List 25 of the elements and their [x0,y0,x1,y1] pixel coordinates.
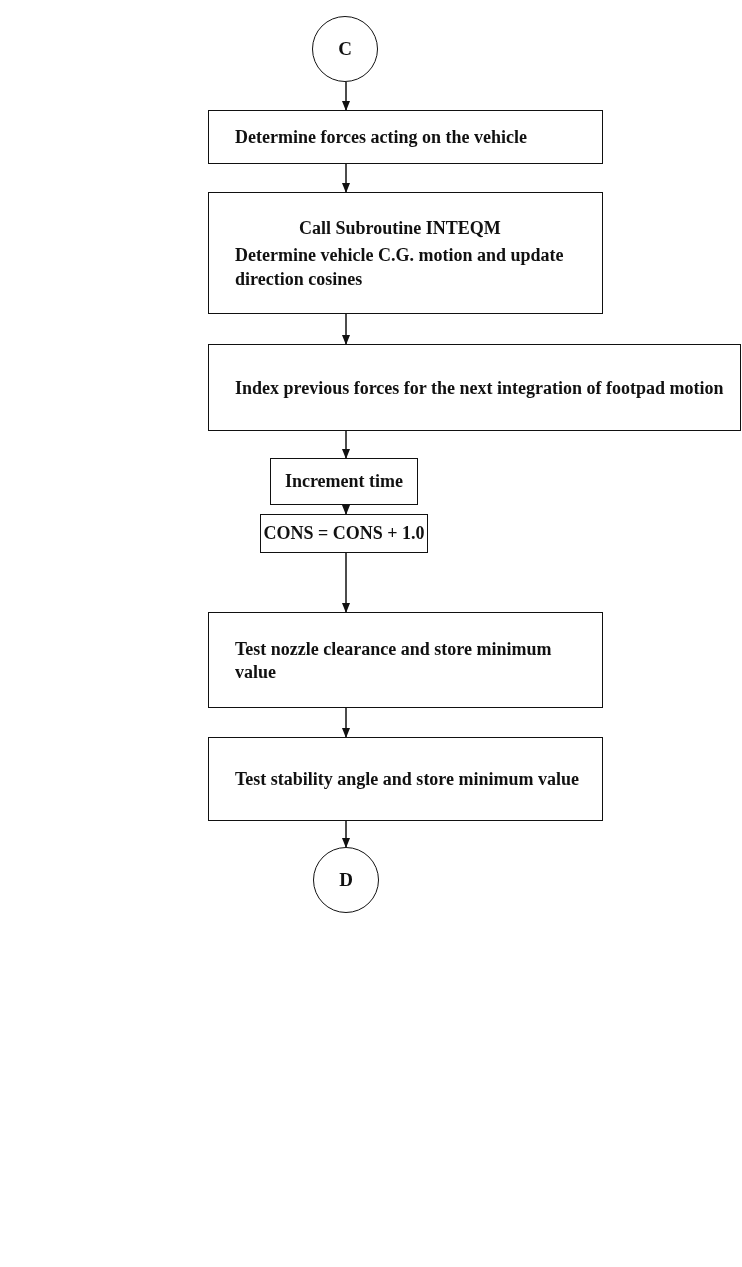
connector-label: D [339,867,353,892]
arrow [342,707,350,738]
box-text: CONS = CONS + 1.0 [263,521,425,545]
box-text: Test nozzle clearance and store minimum value [235,637,553,684]
arrow [342,504,350,515]
box-text: Determine forces acting on the vehicle [235,126,529,150]
process-box [208,737,603,821]
process-box [260,514,428,553]
arrow [342,313,350,345]
process-box [208,612,603,708]
arrow [342,552,350,613]
process-box [208,110,603,164]
arrow [342,430,350,459]
connector-label: C [338,36,352,61]
process-box [270,458,418,505]
arrow [342,81,350,111]
arrow [342,820,350,848]
box-text: Determine vehicle C.G. motion and update direction cosines [235,244,565,291]
box-text: Index previous forces for the next integration of footpad motion [235,376,725,400]
box-heading: Call Subroutine INTEQM [298,216,502,240]
box-text: Increment time [284,469,404,493]
process-box [208,344,741,431]
arrow [342,163,350,193]
box-text: Test stability angle and store minimum value [235,768,581,792]
process-box [208,192,603,314]
